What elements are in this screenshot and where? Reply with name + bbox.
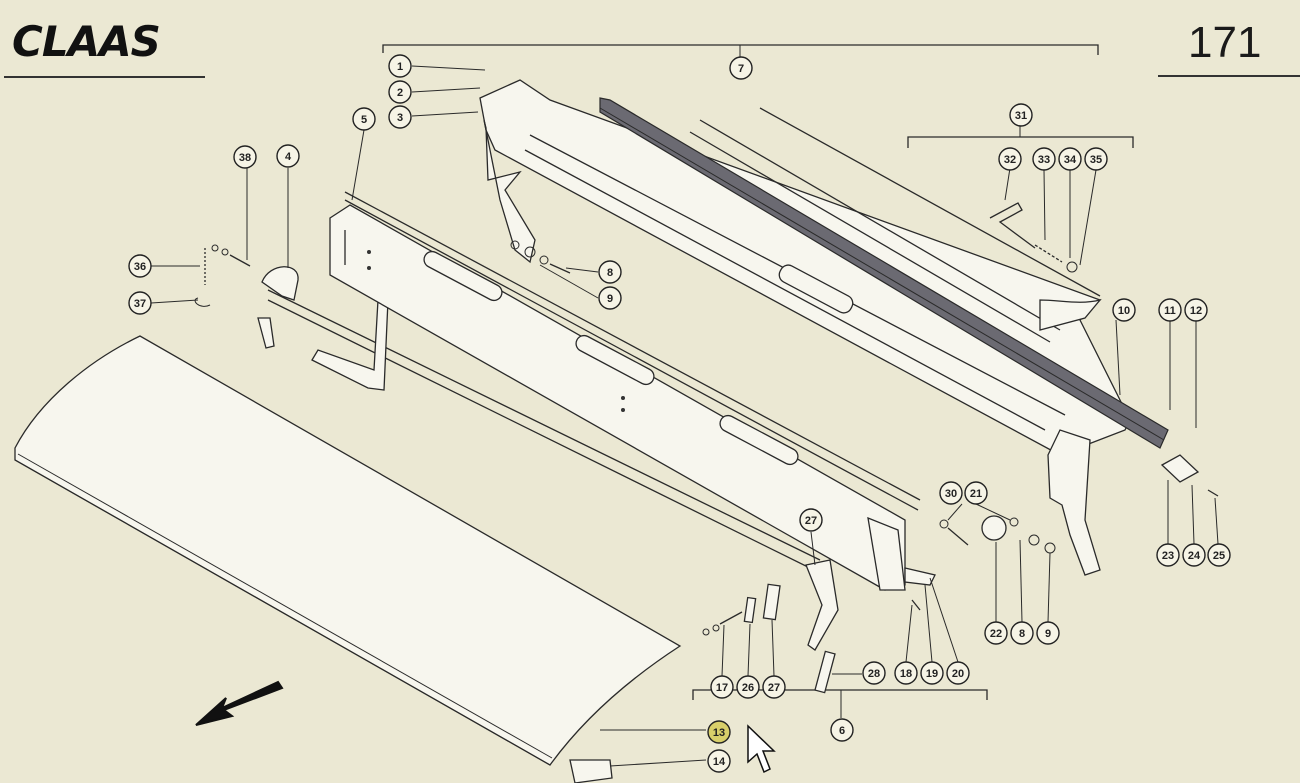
callout-2[interactable]: 2 <box>388 80 412 104</box>
thin-rods <box>689 107 1102 343</box>
lower-brackets <box>702 516 936 694</box>
wear-strip <box>599 97 1169 449</box>
callout-4[interactable]: 4 <box>276 144 300 168</box>
svg-text:9: 9 <box>1045 628 1051 640</box>
callout-38[interactable]: 38 <box>233 145 257 169</box>
callout-31[interactable]: 31 <box>1009 103 1033 127</box>
callout-28[interactable]: 28 <box>862 661 886 685</box>
callout-34[interactable]: 34 <box>1058 147 1082 171</box>
svg-text:7: 7 <box>738 63 744 75</box>
svg-text:35: 35 <box>1090 154 1102 166</box>
callout-32[interactable]: 32 <box>998 147 1022 171</box>
svg-text:25: 25 <box>1213 550 1225 562</box>
callout-12[interactable]: 12 <box>1184 298 1208 322</box>
clip-23-24 <box>1160 454 1219 497</box>
callouts: 1 2 3 4 5 6 7 8 9 10 11 12 13 14 17 18 1… <box>128 54 1231 773</box>
svg-text:28: 28 <box>868 668 880 680</box>
bracket-6 <box>692 689 988 700</box>
svg-text:24: 24 <box>1188 550 1201 562</box>
svg-text:8: 8 <box>1019 628 1025 640</box>
claas-logo: CLAAS <box>12 17 161 66</box>
svg-text:20: 20 <box>952 668 964 680</box>
svg-text:38: 38 <box>239 152 251 164</box>
part-14 <box>569 759 613 783</box>
svg-text:32: 32 <box>1004 154 1016 166</box>
callout-7[interactable]: 7 <box>729 56 753 80</box>
callout-3[interactable]: 3 <box>388 105 412 129</box>
svg-text:8: 8 <box>607 267 613 279</box>
callout-6[interactable]: 6 <box>830 718 854 742</box>
svg-text:27: 27 <box>768 682 780 694</box>
svg-text:4: 4 <box>285 151 292 163</box>
callout-11[interactable]: 11 <box>1158 298 1182 322</box>
callout-19[interactable]: 19 <box>920 661 944 685</box>
svg-text:14: 14 <box>713 756 726 768</box>
svg-text:27: 27 <box>805 515 817 527</box>
svg-text:2: 2 <box>397 87 403 99</box>
svg-text:23: 23 <box>1162 550 1174 562</box>
svg-text:12: 12 <box>1190 305 1202 317</box>
spring-36 <box>194 244 251 307</box>
svg-text:36: 36 <box>134 261 146 273</box>
callout-8-lower[interactable]: 8 <box>1010 621 1034 645</box>
callout-26[interactable]: 26 <box>736 675 760 699</box>
callout-17[interactable]: 17 <box>710 675 734 699</box>
svg-text:6: 6 <box>839 725 845 737</box>
mouse-pointer-icon <box>747 724 776 774</box>
svg-text:34: 34 <box>1064 154 1077 166</box>
svg-text:30: 30 <box>945 488 957 500</box>
svg-text:13: 13 <box>713 727 725 739</box>
bracket-31 <box>907 136 1134 148</box>
callout-24[interactable]: 24 <box>1182 543 1206 567</box>
callout-35[interactable]: 35 <box>1084 147 1108 171</box>
callout-27-top[interactable]: 27 <box>799 508 823 532</box>
arrow-down-left-icon <box>195 680 284 726</box>
brand-text: CLAAS <box>12 17 160 66</box>
svg-text:18: 18 <box>900 668 912 680</box>
svg-text:31: 31 <box>1015 110 1027 122</box>
hook-spring <box>989 202 1078 273</box>
right-fasteners <box>939 515 1056 554</box>
callout-37[interactable]: 37 <box>128 291 152 315</box>
callout-23[interactable]: 23 <box>1156 543 1180 567</box>
callout-25[interactable]: 25 <box>1207 543 1231 567</box>
svg-text:5: 5 <box>361 114 367 126</box>
callout-10[interactable]: 10 <box>1112 298 1136 322</box>
svg-text:33: 33 <box>1038 154 1050 166</box>
callout-20[interactable]: 20 <box>946 661 970 685</box>
page-number: 171 <box>1188 18 1261 67</box>
callout-13[interactable]: 13 <box>707 720 731 744</box>
callout-5[interactable]: 5 <box>352 107 376 131</box>
svg-text:1: 1 <box>397 61 403 73</box>
callout-30[interactable]: 30 <box>939 481 963 505</box>
svg-text:10: 10 <box>1118 305 1130 317</box>
callout-1[interactable]: 1 <box>388 54 412 78</box>
svg-text:17: 17 <box>716 682 728 694</box>
svg-text:9: 9 <box>607 293 613 305</box>
callout-14[interactable]: 14 <box>707 749 731 773</box>
bolts-upper <box>510 240 571 274</box>
cover-panel <box>14 335 682 766</box>
svg-text:11: 11 <box>1164 305 1176 317</box>
callout-18[interactable]: 18 <box>894 661 918 685</box>
leader-lines <box>150 65 1219 767</box>
svg-text:37: 37 <box>134 298 146 310</box>
callout-8-upper[interactable]: 8 <box>598 260 622 284</box>
callout-36[interactable]: 36 <box>128 254 152 278</box>
callout-9-upper[interactable]: 9 <box>598 286 622 310</box>
svg-text:19: 19 <box>926 668 938 680</box>
callout-27-bottom[interactable]: 27 <box>762 675 786 699</box>
callout-21[interactable]: 21 <box>964 481 988 505</box>
svg-text:26: 26 <box>742 682 754 694</box>
plate-5 <box>329 191 921 591</box>
svg-text:3: 3 <box>397 112 403 124</box>
callout-22[interactable]: 22 <box>984 621 1008 645</box>
callout-9-lower[interactable]: 9 <box>1036 621 1060 645</box>
svg-text:22: 22 <box>990 628 1002 640</box>
svg-text:21: 21 <box>970 488 982 500</box>
upper-housing <box>479 79 1131 576</box>
callout-33[interactable]: 33 <box>1032 147 1056 171</box>
